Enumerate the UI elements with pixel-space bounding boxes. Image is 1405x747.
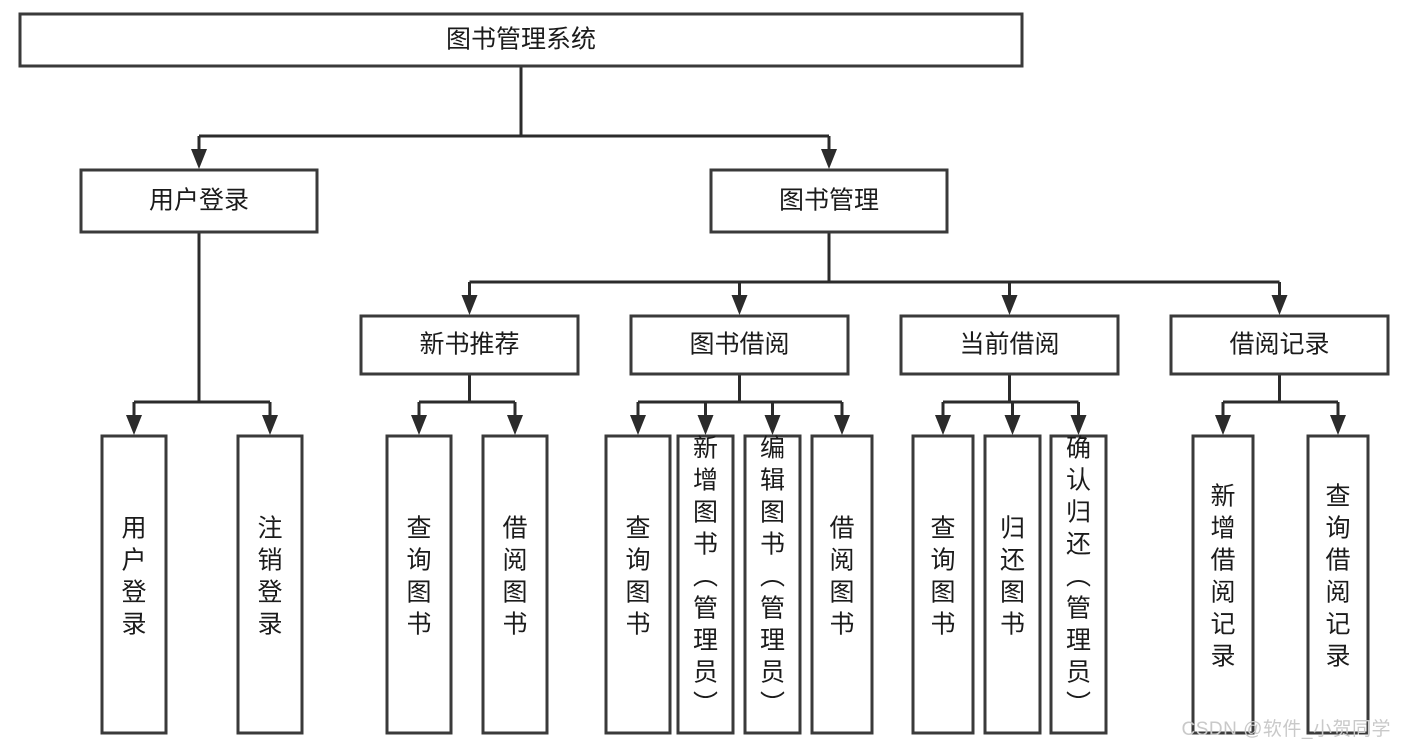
node-n-user-login[interactable]: 用户登录: [79, 168, 319, 234]
node-label: 编辑图书︵管理员︶: [760, 435, 785, 719]
arrow-head-icon: [935, 415, 951, 435]
node-box: [604, 434, 672, 735]
node-box: [359, 314, 580, 376]
node-label: 当前借阅: [959, 331, 1059, 359]
node-l-user-login[interactable]: 用户登录: [100, 434, 168, 735]
node-l-borrow-book-1[interactable]: 借阅图书: [481, 434, 549, 735]
node-label: 查询图书: [625, 515, 650, 639]
node-label: 新书推荐: [419, 331, 519, 359]
node-l-query-book-1[interactable]: 查询图书: [385, 434, 453, 735]
node-l-query-book-3[interactable]: 查询图书: [911, 434, 975, 735]
node-label: 确认归还︵管理员︶: [1066, 435, 1091, 719]
node-box: [899, 314, 1120, 376]
node-label: 查询图书: [930, 515, 955, 639]
node-layer: 图书管理系统用户登录图书管理新书推荐图书借阅当前借阅借阅记录用户登录注销登录查询…: [18, 12, 1390, 735]
node-n-book-borrow[interactable]: 图书借阅: [629, 314, 850, 376]
node-box: [983, 434, 1042, 735]
arrow-head-icon: [1271, 295, 1288, 315]
arrow-head-icon: [1070, 415, 1087, 435]
arrow-head-icon: [507, 415, 523, 435]
node-l-logout[interactable]: 注销登录: [236, 434, 304, 735]
node-label: 用户登录: [121, 515, 146, 639]
node-label: 新增借阅记录: [1210, 483, 1235, 671]
arrow-head-icon: [697, 415, 714, 435]
arrow-head-icon: [630, 415, 646, 435]
node-l-confirm-return[interactable]: 确认归还︵管理员︶: [1049, 434, 1108, 735]
arrow-head-icon: [1330, 415, 1346, 435]
node-l-return-book[interactable]: 归还图书: [983, 434, 1042, 735]
node-box: [743, 434, 802, 735]
node-box: [79, 168, 319, 234]
node-label: 图书管理: [779, 187, 879, 215]
node-l-edit-book[interactable]: 编辑图书︵管理员︶: [743, 434, 802, 735]
node-box: [100, 434, 168, 735]
node-n-new-book-rec[interactable]: 新书推荐: [359, 314, 580, 376]
arrow-head-icon: [1001, 295, 1018, 315]
arrow-head-icon: [1004, 415, 1021, 435]
node-box: [1049, 434, 1108, 735]
arrow-head-icon: [1215, 415, 1231, 435]
node-n-borrow-record[interactable]: 借阅记录: [1169, 314, 1390, 376]
node-label: 查询借阅记录: [1325, 483, 1350, 671]
arrow-head-icon: [262, 415, 278, 435]
arrow-head-icon: [731, 295, 748, 315]
arrow-head-icon: [834, 415, 850, 435]
node-label: 归还图书: [1000, 515, 1025, 639]
node-box: [481, 434, 549, 735]
node-label: 新增图书︵管理员︶: [693, 435, 718, 719]
node-label: 注销登录: [257, 515, 282, 639]
arrow-head-icon: [191, 149, 207, 169]
node-box: [1169, 314, 1390, 376]
node-box: [629, 314, 850, 376]
node-box: [810, 434, 874, 735]
arrow-head-icon: [411, 415, 427, 435]
node-box: [676, 434, 735, 735]
node-label: 借阅记录: [1229, 331, 1329, 359]
node-l-add-book[interactable]: 新增图书︵管理员︶: [676, 434, 735, 735]
node-box: [1306, 434, 1370, 735]
node-box: [1191, 434, 1255, 735]
node-label: 图书借阅: [689, 331, 789, 359]
arrow-head-icon: [764, 415, 781, 435]
node-n-book-mgmt[interactable]: 图书管理: [709, 168, 949, 234]
node-label: 用户登录: [149, 187, 249, 215]
node-l-add-record[interactable]: 新增借阅记录: [1191, 434, 1255, 735]
node-box: [911, 434, 975, 735]
node-label: 借阅图书: [502, 515, 527, 639]
node-label: 图书管理系统: [446, 26, 596, 54]
node-label: 查询图书: [406, 515, 431, 639]
node-l-query-book-2[interactable]: 查询图书: [604, 434, 672, 735]
node-root[interactable]: 图书管理系统: [18, 12, 1024, 68]
node-l-borrow-book-2[interactable]: 借阅图书: [810, 434, 874, 735]
edge-layer: [126, 66, 1346, 435]
arrow-head-icon: [821, 149, 837, 169]
node-box: [236, 434, 304, 735]
arrow-head-icon: [461, 295, 478, 315]
node-box: [18, 12, 1024, 68]
node-l-query-record[interactable]: 查询借阅记录: [1306, 434, 1370, 735]
arrow-head-icon: [126, 415, 142, 435]
node-box: [709, 168, 949, 234]
node-label: 借阅图书: [829, 515, 854, 639]
node-box: [385, 434, 453, 735]
node-n-current-borrow[interactable]: 当前借阅: [899, 314, 1120, 376]
